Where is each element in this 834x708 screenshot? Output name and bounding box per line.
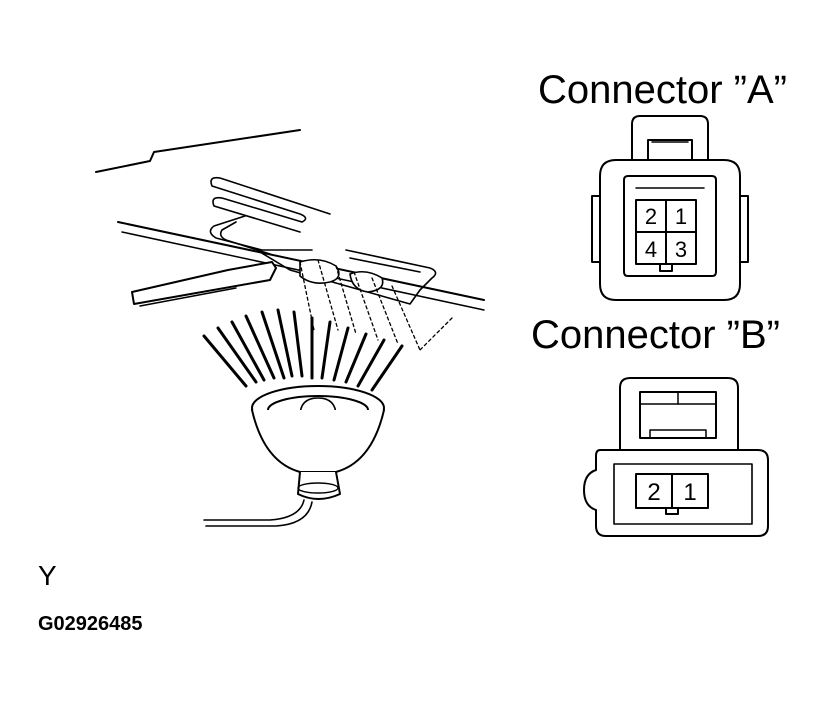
connector-a-pin: 3 — [675, 237, 687, 262]
figure-code: G02926485 — [38, 613, 143, 635]
connector-b-drawing — [583, 377, 769, 537]
connector-a-pin: 4 — [645, 237, 657, 262]
connector-a-drawing — [591, 115, 749, 301]
heater-illustration — [95, 129, 485, 527]
connector-a-title: Connector ”A” — [538, 68, 787, 112]
connector-b-title: Connector ”B” — [531, 313, 780, 357]
connector-b-pin: 2 — [647, 479, 660, 506]
view-letter: Y — [38, 560, 57, 591]
connector-b-pin: 1 — [683, 479, 696, 506]
connector-a-pin: 1 — [675, 204, 687, 229]
connector-a-pin: 2 — [645, 204, 657, 229]
